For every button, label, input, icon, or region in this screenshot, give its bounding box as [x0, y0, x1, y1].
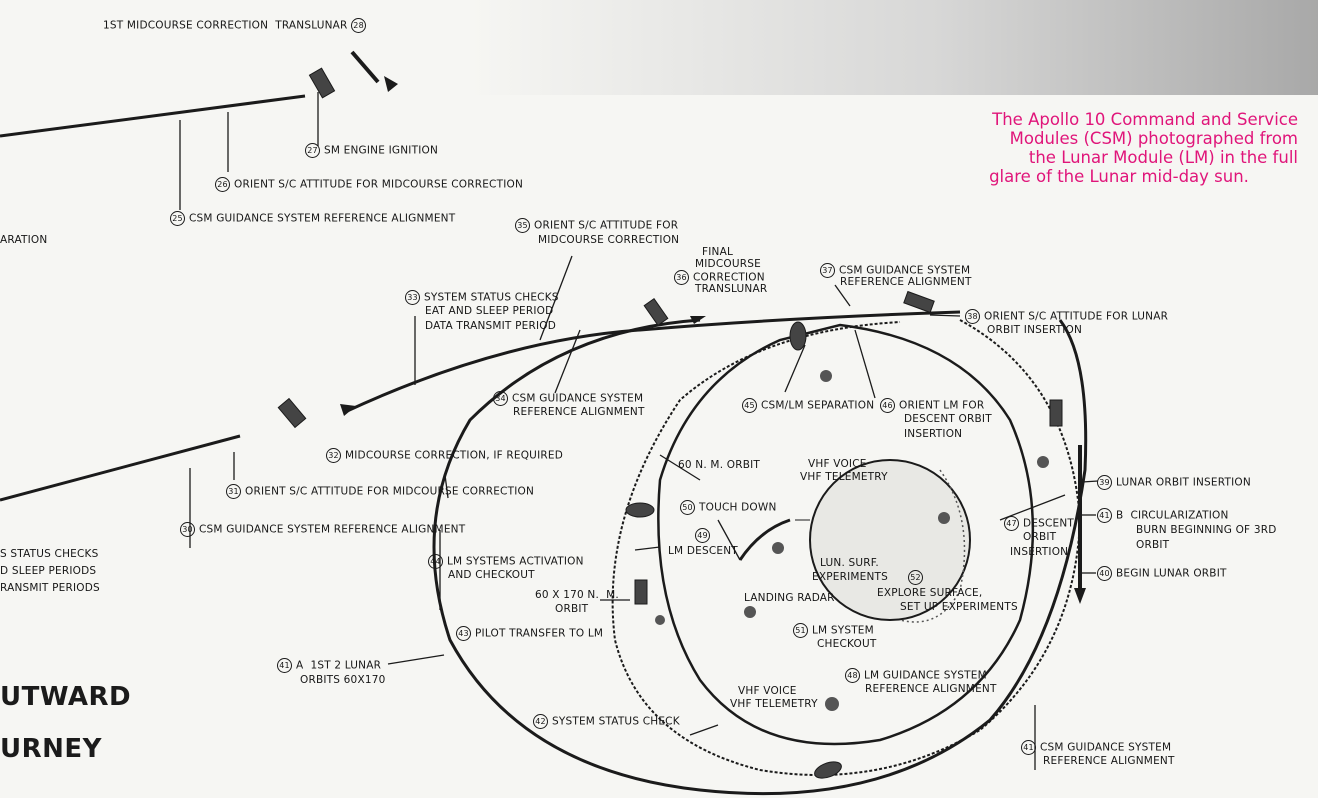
arrow-head: [340, 404, 356, 416]
inner-orbit: [657, 323, 1035, 746]
event-47-l3: INSERTION: [1010, 546, 1069, 558]
event-36-l4: TRANSLUNAR: [695, 283, 768, 295]
event-47-l2: ORBIT: [1023, 531, 1057, 543]
event-36-l2: MIDCOURSE: [695, 258, 761, 270]
trajectory-upper: [0, 94, 306, 138]
event-41b-l2: BURN BEGINNING OF 3RD: [1136, 524, 1277, 536]
event-34-l2: REFERENCE ALIGNMENT: [513, 406, 645, 418]
event-33-l3: DATA TRANSMIT PERIOD: [425, 320, 556, 332]
note-orbit-60x170: 60 x 170 N. M.: [535, 589, 619, 601]
caption-line: Modules (CSM) photographed from: [1009, 129, 1298, 148]
photo-caption: The Apollo 10 Command and Service Module…: [900, 110, 1298, 186]
event-46-l2: DESCENT ORBIT: [904, 413, 992, 425]
event-41b-l3: ORBIT: [1136, 539, 1170, 551]
lm-icon: [655, 370, 1049, 711]
event-51-l2: CHECKOUT: [817, 638, 877, 650]
arrow-head: [1074, 588, 1086, 604]
cutoff-label: D SLEEP PERIODS: [0, 565, 97, 577]
outer-orbit: [432, 318, 1088, 796]
trajectory-middle: [344, 310, 961, 414]
arrow-head: [384, 76, 398, 92]
caption-line: the Lunar Module (LM) in the full: [1028, 148, 1298, 167]
note-vhf-1a: VHF VOICE: [808, 458, 867, 470]
note-lunsurf-2: EXPERIMENTS: [812, 571, 889, 583]
spacecraft-icon: [277, 67, 1063, 779]
event-52-l1: EXPLORE SURFACE,: [877, 587, 983, 599]
event-37-l2: REFERENCE ALIGNMENT: [840, 276, 972, 288]
descent-path: [738, 518, 791, 561]
event-41a-l2: ORBITS 60x170: [300, 674, 386, 686]
photo-fragment: [470, 0, 1318, 95]
note-orbit-60: 60 N. M. ORBIT: [678, 459, 761, 471]
note-lunsurf-1: LUN. SURF.: [820, 557, 879, 569]
heading-line-1: UTWARD: [0, 682, 132, 712]
event-41c-l2: REFERENCE ALIGNMENT: [1043, 755, 1175, 767]
cutoff-label: ARATION: [0, 234, 48, 246]
event-52: 52: [908, 570, 927, 585]
event-49: LM DESCENT: [668, 545, 738, 557]
event-33-l2: EAT AND SLEEP PERIOD: [425, 305, 554, 317]
arrow-28: [350, 50, 380, 84]
note-landing-radar: LANDING RADAR: [744, 592, 835, 604]
event-46-l3: INSERTION: [904, 428, 963, 440]
event-36-l1: FINAL: [702, 246, 734, 258]
event-52-l2: SET UP EXPERIMENTS: [900, 601, 1018, 613]
cutoff-label: S STATUS CHECKS: [0, 548, 99, 560]
event-44-l2: AND CHECKOUT: [448, 569, 535, 581]
event-38-l2: ORBIT INSERTION: [987, 324, 1083, 336]
event-49-num: 49: [695, 528, 714, 543]
event-28: 1ST MIDCOURSE CORRECTION TRANSLUNAR 28: [103, 18, 370, 33]
arrow-head: [690, 316, 706, 324]
note-vhf-2a: VHF VOICE: [738, 685, 797, 697]
note-vhf-2b: VHF TELEMETRY: [730, 698, 818, 710]
cutoff-label: RANSMIT PERIODS: [0, 582, 100, 594]
event-48-l2: REFERENCE ALIGNMENT: [865, 683, 997, 695]
caption-line: The Apollo 10 Command and Service: [992, 110, 1298, 129]
heading-line-2: URNEY: [0, 734, 102, 764]
moon-surface-shading: [899, 469, 966, 623]
trajectory-lower: [0, 434, 241, 502]
caption-line: glare of the Lunar mid-day sun.: [989, 167, 1249, 186]
moon: [809, 459, 971, 621]
note-vhf-1b: VHF TELEMETRY: [800, 471, 888, 483]
event-35-line2: MIDCOURSE CORRECTION: [538, 234, 680, 246]
circular-orbit: [611, 319, 1082, 776]
note-orbit-60x170-l2: ORBIT: [555, 603, 589, 615]
